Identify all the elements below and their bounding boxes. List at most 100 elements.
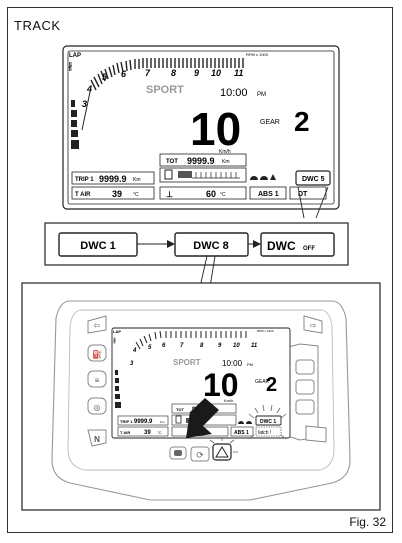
trip-value: 9999.9 bbox=[99, 174, 127, 184]
rotate-icon: ⟳ bbox=[196, 450, 204, 460]
odometer-box bbox=[159, 153, 247, 167]
dwc-box bbox=[295, 170, 331, 186]
dashboard-large: LAP ∦ RPM x 1000 3 4 5 6 7 8 9 10 11 SPO… bbox=[62, 45, 340, 210]
rpm-tick-11: 11 bbox=[234, 68, 243, 78]
tot-label: TOT bbox=[166, 159, 178, 165]
fuel-icon: ⛽ bbox=[92, 349, 102, 359]
neutral-icon: N bbox=[94, 435, 100, 444]
callout-lines-mid bbox=[199, 255, 216, 288]
dwc-flow: DWC 1 DWC 8 DWC OFF bbox=[44, 222, 349, 266]
dtc-box bbox=[289, 186, 327, 200]
speed-value: 10 bbox=[190, 103, 241, 155]
abs-label: ABS 1 bbox=[258, 191, 279, 198]
dash-housing bbox=[51, 300, 351, 501]
hazard-icon bbox=[215, 446, 229, 458]
trip-label: TRIP 1 bbox=[75, 177, 94, 183]
figure-label: Fig. 32 bbox=[349, 515, 386, 529]
dtc-label: DT bbox=[298, 191, 308, 198]
flow-step-dwc8-label: DWC 8 bbox=[193, 240, 228, 252]
left-arrow-icon: ⇦ bbox=[94, 321, 101, 330]
warning-icons bbox=[250, 174, 276, 180]
clock: 10:00 bbox=[220, 87, 248, 99]
dash-screen-small bbox=[111, 327, 291, 439]
rpm-tick-5: 5 bbox=[102, 72, 108, 82]
tair-value: 39 bbox=[112, 189, 122, 199]
traction-button[interactable] bbox=[87, 397, 107, 415]
coolant-unit: °C bbox=[220, 192, 226, 198]
instrument-panel: ⇦ ⛽ ≡ ◎ N ⇨ bbox=[21, 282, 381, 511]
fuel-pump-icon bbox=[164, 169, 173, 180]
rpm-tick-small-8: 8 bbox=[200, 343, 204, 349]
tot-unit: Km bbox=[222, 159, 230, 165]
rpm-tick-4: 4 bbox=[86, 84, 92, 94]
right-arrow-icon: ⇨ bbox=[310, 321, 317, 330]
clock-suffix-small: PM bbox=[247, 362, 253, 367]
rpm-tick-small-6: 6 bbox=[162, 343, 166, 349]
abs-box bbox=[249, 186, 287, 200]
gear-value: 2 bbox=[294, 106, 310, 137]
traction-icon: ◎ bbox=[94, 403, 101, 412]
callout-lines-top bbox=[297, 186, 329, 219]
left-button-1[interactable] bbox=[87, 315, 107, 334]
trip-box bbox=[71, 171, 155, 185]
rpm-tick-small-11: 11 bbox=[251, 343, 258, 349]
rpm-tick-small-7: 7 bbox=[180, 343, 184, 349]
rpm-unit-small: RPM x 1000 bbox=[257, 329, 274, 333]
coolant-value: 60 bbox=[206, 189, 216, 199]
rpm-tick-small-9: 9 bbox=[218, 343, 222, 349]
clock-suffix: PM bbox=[257, 92, 266, 98]
press-arrow-icon bbox=[186, 398, 219, 438]
coolant-icon: ⊥ bbox=[166, 190, 173, 199]
figure-frame bbox=[7, 7, 393, 533]
mode-button-right[interactable] bbox=[305, 425, 327, 443]
gear-label-small: GEAR bbox=[255, 379, 270, 385]
side-light-3 bbox=[295, 399, 315, 415]
headlight-icon: ≡ bbox=[95, 376, 100, 385]
flow-step-dwc-off bbox=[260, 232, 335, 257]
abs-label-small: ABS 1 bbox=[234, 430, 249, 436]
tair-unit: °C bbox=[133, 192, 139, 198]
fuel-button[interactable] bbox=[87, 344, 107, 362]
trip-unit-small: Km bbox=[160, 420, 165, 424]
air-temp-box bbox=[71, 186, 155, 200]
dwc-label: DWC 5 bbox=[302, 176, 325, 183]
rpm-tick-6: 6 bbox=[121, 69, 127, 79]
flow-step-dwc1-label: DWC 1 bbox=[80, 240, 115, 252]
side-light-1 bbox=[295, 359, 315, 375]
highlight-rays bbox=[248, 404, 287, 440]
rpm-tick-8: 8 bbox=[171, 68, 176, 78]
speed-unit: Km/h bbox=[219, 149, 231, 155]
rpm-unit: RPM x 1000 bbox=[246, 52, 269, 57]
rpm-tick-small-5: 5 bbox=[148, 345, 152, 351]
rpm-tick-7: 7 bbox=[145, 68, 151, 78]
latch-label: latch ! bbox=[258, 430, 271, 436]
dwc-label-small: DWC 1 bbox=[260, 419, 276, 425]
right-button-1[interactable] bbox=[303, 315, 323, 334]
lap-label-small: LAP bbox=[113, 329, 121, 334]
light-button[interactable] bbox=[87, 370, 107, 388]
arrow-icon bbox=[253, 240, 261, 248]
coolant-box bbox=[159, 186, 247, 200]
tot-value: 9999.9 bbox=[187, 156, 215, 166]
tot-label-small: TOT bbox=[176, 407, 184, 412]
rpm-tick-small-3: 3 bbox=[130, 361, 134, 367]
trip-label-small: TRIP 1 bbox=[120, 419, 133, 424]
trip-unit: Km bbox=[133, 177, 141, 183]
rpm-tick-3: 3 bbox=[82, 99, 87, 109]
bluetooth-icon: ∦ bbox=[68, 61, 73, 71]
tair-unit-small: °C bbox=[157, 430, 162, 435]
rpm-tick-9: 9 bbox=[194, 68, 199, 78]
side-light-2 bbox=[295, 379, 315, 395]
center-bottom-button[interactable] bbox=[190, 446, 210, 462]
lap-label: LAP bbox=[69, 53, 81, 59]
tair-label-small: T AIR bbox=[120, 430, 130, 435]
tair-label: T AIR bbox=[75, 192, 91, 198]
trip-value-small: 9999.9 bbox=[134, 419, 153, 425]
gear-label: GEAR bbox=[260, 119, 280, 126]
mode-label: TRACK bbox=[14, 18, 61, 33]
latch-box bbox=[255, 426, 282, 437]
hazard-button[interactable] bbox=[212, 443, 232, 461]
clock-small: 10:00 bbox=[222, 359, 243, 368]
rpm-tick-10: 10 bbox=[211, 68, 221, 78]
